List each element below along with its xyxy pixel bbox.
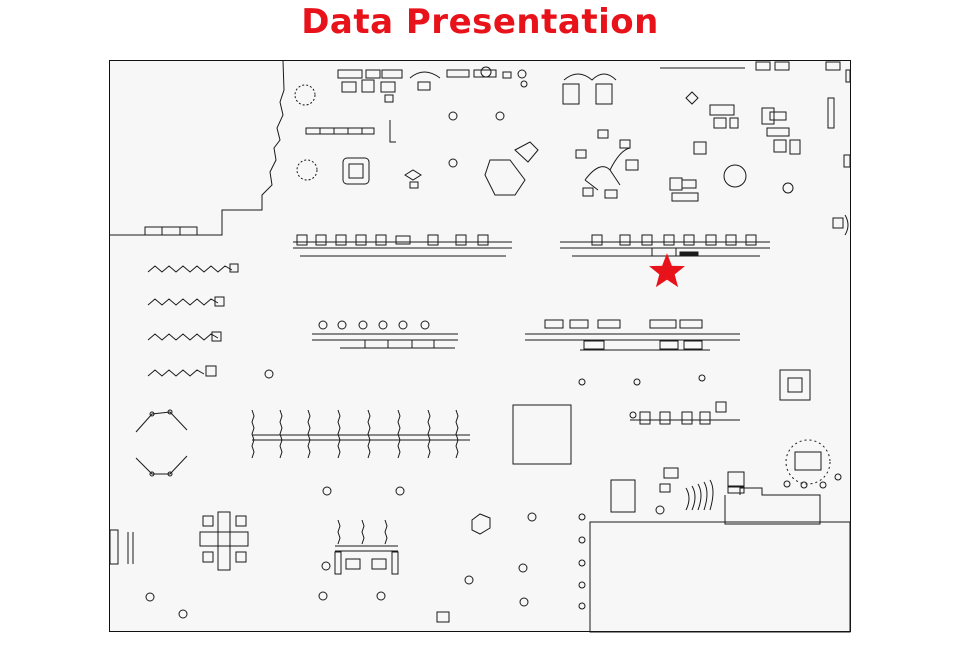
- diamond-stands: [136, 410, 187, 476]
- round-tables: [146, 370, 705, 618]
- right-furniture: [437, 370, 850, 632]
- star-icon[interactable]: [650, 255, 683, 287]
- square-room: [513, 405, 571, 464]
- booth-bottom: [335, 520, 398, 574]
- page-title: Data Presentation: [301, 2, 659, 42]
- wall-outline: [110, 61, 284, 235]
- fence-rows: [252, 410, 470, 458]
- zigzag-seating: [148, 264, 238, 376]
- left-wall-bits: [110, 530, 133, 564]
- workstation-rows: [293, 235, 770, 350]
- top-furniture: [295, 62, 850, 235]
- floor-plan-map[interactable]: [109, 60, 851, 632]
- cross-cluster: [200, 512, 248, 570]
